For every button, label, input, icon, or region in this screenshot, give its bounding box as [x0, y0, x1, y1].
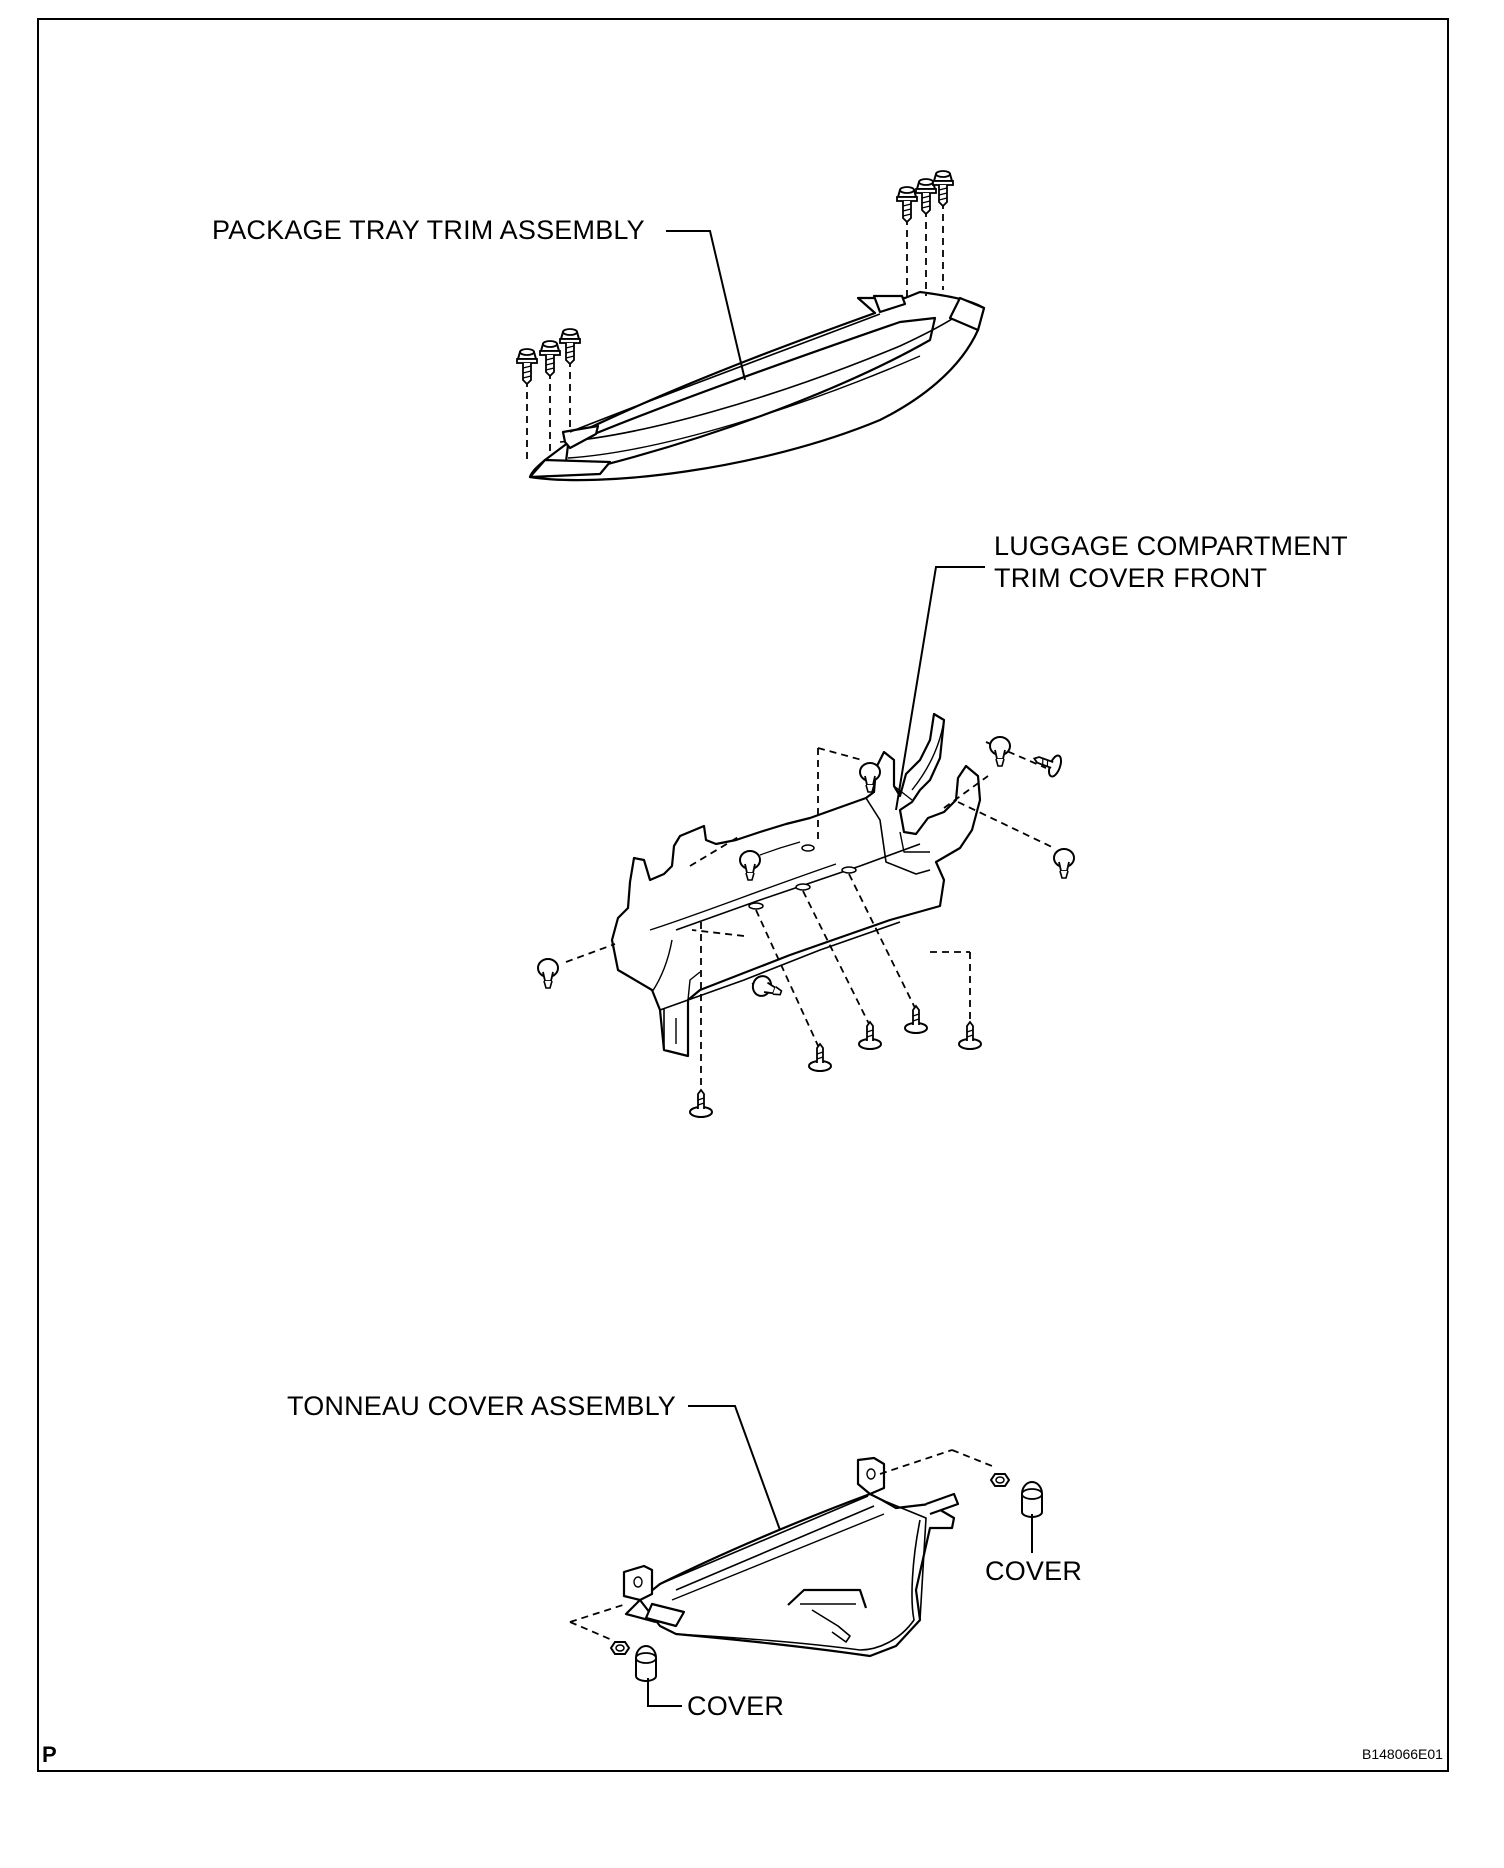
- tray-bolt-set-right: [896, 170, 954, 223]
- tonneau-nut-left: [610, 1641, 630, 1655]
- package-tray-trim-assembly: [528, 290, 986, 482]
- tonneau-cover-assembly: [622, 1456, 960, 1658]
- diagram-frame: [37, 18, 1449, 1772]
- package-tray-label: PACKAGE TRAY TRIM ASSEMBLY: [212, 215, 645, 245]
- tonneau-leader: [688, 1405, 781, 1531]
- tonneau-cap-left: [635, 1645, 657, 1682]
- tonneau-label: TONNEAU COVER ASSEMBLY: [287, 1391, 677, 1421]
- cover-left-label: COVER: [687, 1691, 785, 1721]
- luggage-cover-label-line1: LUGGAGE COMPARTMENT: [994, 531, 1348, 561]
- corner-mark: P: [42, 1742, 57, 1767]
- cover-left-leader: [647, 1678, 682, 1707]
- package-tray-leader: [666, 230, 746, 381]
- luggage-cover-leader: [895, 566, 985, 811]
- tonneau-cap-right: [1021, 1481, 1043, 1518]
- figure-code: B148066E01: [1362, 1746, 1443, 1762]
- tonneau-nut-right: [990, 1473, 1010, 1487]
- cover-right-label: COVER: [985, 1556, 1083, 1586]
- luggage-cover-label-line2: TRIM COVER FRONT: [994, 563, 1268, 593]
- luggage-compartment-trim-cover-front: [610, 712, 982, 1058]
